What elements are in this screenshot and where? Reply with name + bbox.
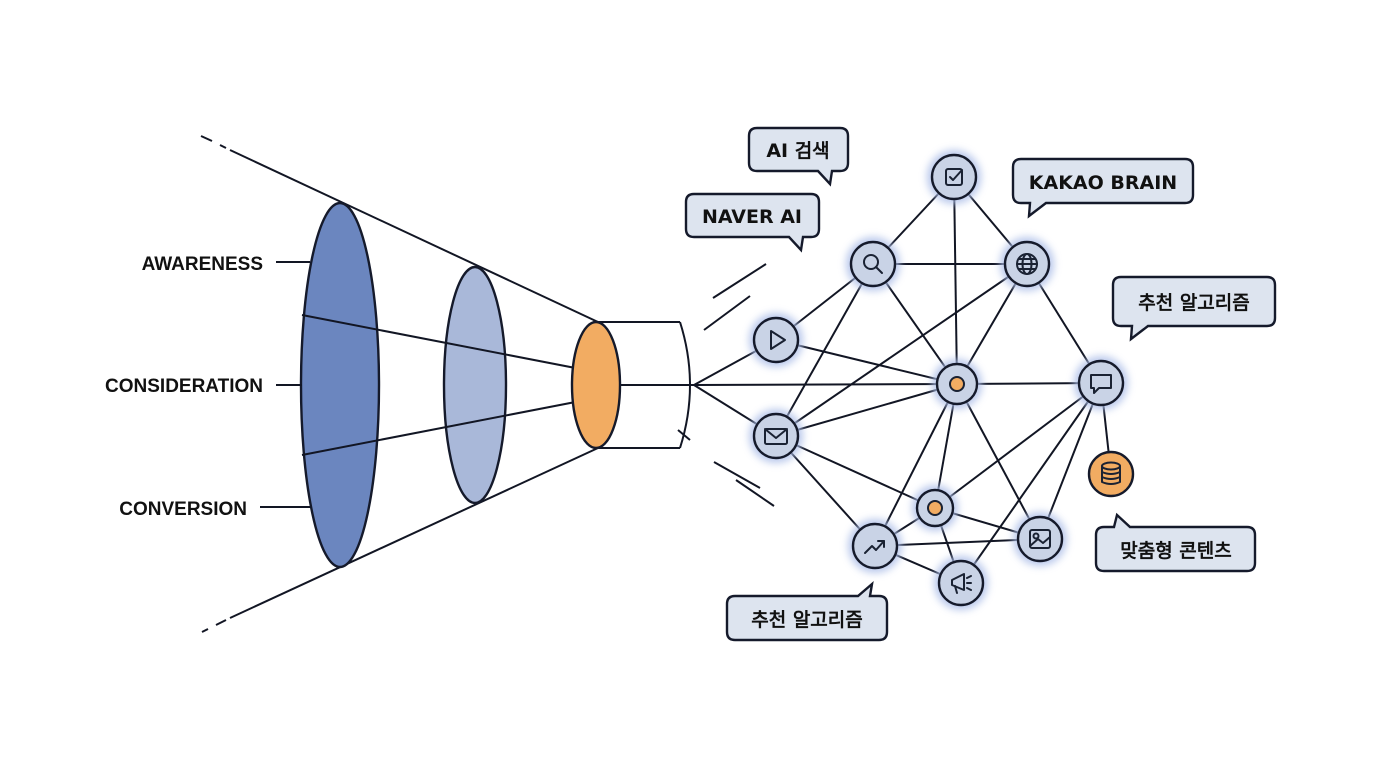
network-edge-play-hub xyxy=(775,339,958,385)
motion-mark-1 xyxy=(712,263,767,299)
network-edge-mail-dot2 xyxy=(775,435,936,509)
network-edge-trend-image xyxy=(874,538,1041,547)
callout-ai-search-bubble xyxy=(747,126,850,187)
funnel-tail-mark-bottom xyxy=(201,628,209,633)
node-circle xyxy=(1016,515,1064,563)
motion-mark-4 xyxy=(713,461,761,489)
callout-naver-ai: NAVER AI xyxy=(684,192,821,253)
node-circle xyxy=(752,412,800,460)
label-consideration: CONSIDERATION xyxy=(105,376,263,397)
checkbox-icon xyxy=(945,168,963,186)
node-circle xyxy=(1077,359,1125,407)
network-node-globe xyxy=(1000,237,1054,291)
funnel-bottom-edge xyxy=(229,447,599,619)
network-node-play xyxy=(749,313,803,367)
image-icon xyxy=(1029,529,1051,549)
network-edge-chat-dot2 xyxy=(934,382,1102,509)
search-icon xyxy=(863,254,883,274)
motion-mark-3 xyxy=(677,429,691,441)
network-node-trend xyxy=(848,519,902,573)
network-node-search xyxy=(846,237,900,291)
trend-up-icon xyxy=(864,540,885,554)
network-nodes xyxy=(749,150,1135,610)
network-edge-mail-hub xyxy=(775,383,958,437)
network-edge-search-mail xyxy=(775,263,874,437)
network-node-database xyxy=(1087,450,1135,498)
funnel-conversion-ellipse xyxy=(570,320,622,450)
network-edge-check-hub xyxy=(953,176,958,385)
callout-kakao-brain-text: KAKAO BRAIN xyxy=(1029,172,1177,194)
funnel-awareness-ellipse xyxy=(299,201,381,569)
node-circle xyxy=(752,316,800,364)
funnel-top-edge xyxy=(229,149,599,323)
motion-mark-5 xyxy=(735,479,775,507)
chat-icon xyxy=(1090,374,1112,394)
funnel-tail-mark-bottom-2 xyxy=(215,619,227,626)
network-edge-hub-trend xyxy=(874,383,958,547)
callout-custom-content: 맞춤형 콘텐츠 xyxy=(1094,512,1257,573)
callout-kakao-brain: KAKAO BRAIN xyxy=(1011,157,1195,219)
funnel-tail-mark-top xyxy=(200,135,213,142)
funnel-tail-mark-top-2 xyxy=(219,144,227,149)
motion-mark-2 xyxy=(703,295,751,331)
network-node-hub xyxy=(932,359,982,409)
megaphone-icon xyxy=(951,573,972,594)
callout-custom-content-text: 맞춤형 콘텐츠 xyxy=(1120,540,1232,562)
hub-dot xyxy=(949,376,965,392)
network-node-check xyxy=(927,150,981,204)
callout-custom-content-bubble xyxy=(1094,512,1257,573)
motion-marks xyxy=(677,263,775,507)
callout-recommend-bottom-text: 추천 알고리즘 xyxy=(751,609,863,631)
network-edge-fan-hub xyxy=(693,383,958,386)
network-node-chat xyxy=(1074,356,1128,410)
callout-recommend-bottom-bubble xyxy=(725,580,889,642)
globe-icon xyxy=(1016,253,1038,275)
network-edge-hub-image xyxy=(956,383,1041,540)
network-edge-chat-image xyxy=(1039,382,1102,540)
node-circle xyxy=(930,153,978,201)
network-node-dot2 xyxy=(912,485,958,531)
callout-kakao-brain-bubble xyxy=(1011,157,1195,219)
callout-ai-search-text: AI 검색 xyxy=(766,140,829,162)
callout-ai-search: AI 검색 xyxy=(747,126,850,187)
database-icon xyxy=(1101,461,1121,485)
callout-naver-ai-bubble xyxy=(684,192,821,253)
network-edge-globe-mail xyxy=(775,263,1028,437)
network-node-image xyxy=(1013,512,1067,566)
callout-naver-ai-text: NAVER AI xyxy=(702,206,802,228)
label-awareness: AWARENESS xyxy=(142,254,263,275)
node-circle xyxy=(937,559,985,607)
label-conversion: CONVERSION xyxy=(119,499,247,520)
network-edge-chat-megaphone xyxy=(960,382,1102,584)
node-circle xyxy=(851,522,899,570)
callout-recommend-top-text: 추천 알고리즘 xyxy=(1138,292,1250,314)
hub-dot xyxy=(927,500,943,516)
network-node-mail xyxy=(749,409,803,463)
funnel-band-line-2 xyxy=(301,397,597,456)
funnel-consideration-ellipse xyxy=(442,265,508,505)
callout-recommend-bottom: 추천 알고리즘 xyxy=(725,580,889,642)
network-node-megaphone xyxy=(934,556,988,610)
callout-recommend-top-bubble xyxy=(1111,275,1277,342)
play-icon xyxy=(770,330,786,350)
node-circle xyxy=(849,240,897,288)
funnel-band-line-1 xyxy=(301,314,597,373)
funnel: AWARENESS CONSIDERATION CONVERSION xyxy=(105,135,694,633)
callout-recommend-top: 추천 알고리즘 xyxy=(1111,275,1277,342)
mail-icon xyxy=(764,428,788,445)
